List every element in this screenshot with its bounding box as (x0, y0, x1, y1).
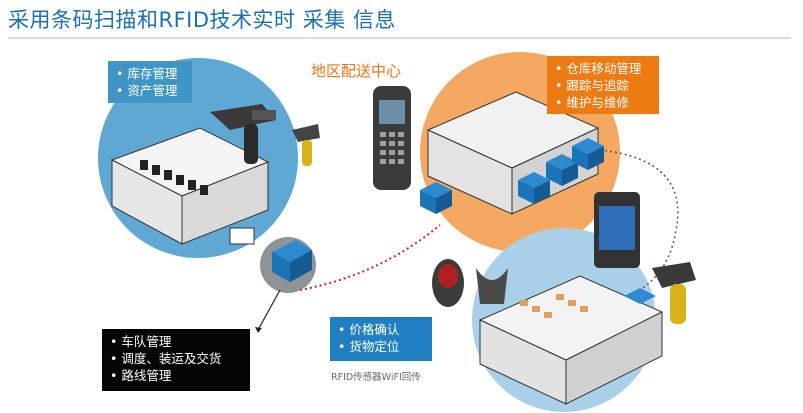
page-title: 采用条码扫描和RFID技术实时 采集 信息 (8, 8, 396, 32)
scanner-stand-icon (476, 268, 508, 304)
fleet-item: • 调度、装运及交货 (110, 351, 222, 366)
retail-callout: • 价格确认 • 货物定位 (330, 317, 432, 361)
fleet-item: • 车队管理 (110, 334, 172, 349)
truck-icon (518, 172, 550, 204)
delivery-trucks (420, 138, 604, 214)
inventory-item: • 资产管理 (116, 83, 178, 98)
truck-icon (546, 154, 578, 186)
warehouse-shelves (140, 160, 208, 195)
logistics-item: • 跟踪与追踪 (555, 78, 629, 93)
rugged-scanner-icon (652, 262, 696, 324)
presentation-scanner-icon (432, 259, 464, 307)
retail-item: • 货物定位 (338, 339, 400, 354)
retail-item: • 价格确认 (338, 322, 400, 337)
handheld-terminal-icon (210, 104, 276, 164)
mobile-computer-icon (373, 86, 411, 190)
rfid-note: RFID传感器WiFI回传 (331, 372, 421, 383)
transit-truck-icon (272, 240, 312, 282)
logistics-item: • 仓库移动管理 (555, 61, 642, 76)
truck-icon (572, 138, 604, 170)
fleet-item: • 路线管理 (110, 368, 172, 383)
store-shelves (520, 294, 588, 318)
dc-to-retail-link (599, 149, 679, 291)
transit-to-fleet-line (257, 289, 281, 331)
truck-icon (420, 182, 452, 214)
pda-device-icon (594, 192, 640, 268)
barcode-scanner-icon (292, 124, 320, 166)
retail-store-building (478, 275, 664, 405)
logistics-callout: • 仓库移动管理 • 跟踪与追踪 • 维护与维修 (547, 56, 659, 114)
warehouse-to-dc-link (299, 224, 441, 291)
arrow-head-icon (255, 327, 262, 333)
inventory-item: • 库存管理 (116, 66, 178, 81)
warehouse-building (110, 127, 270, 245)
inventory-callout: • 库存管理 • 资产管理 (108, 61, 192, 103)
logistics-item: • 维护与维修 (555, 95, 629, 110)
title-divider (8, 37, 791, 39)
distribution-center-label: 地区配送中心 (311, 62, 402, 80)
fleet-callout: • 车队管理 • 调度、装运及交货 • 路线管理 (102, 329, 250, 391)
